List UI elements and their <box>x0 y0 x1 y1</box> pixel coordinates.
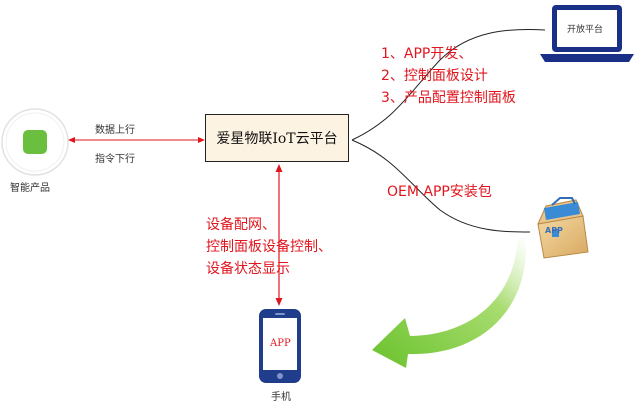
platform-package-connector <box>351 139 531 233</box>
uplink-label: 数据上行 <box>95 125 135 136</box>
platform-laptop-connector <box>351 28 546 141</box>
platform-title: 爱星物联IoT云平台 <box>216 131 338 147</box>
phone-feature-1: 设备配网、 <box>206 217 276 233</box>
phone-feature-2: 控制面板设备控制、 <box>206 239 332 255</box>
oem-label: OEM APP安装包 <box>387 184 492 200</box>
phone-feature-3: 设备状态显示 <box>206 261 290 277</box>
smart-device-icon <box>1 108 69 176</box>
downlink-label: 指令下行 <box>95 154 135 165</box>
download-curved-arrow <box>372 238 527 368</box>
dev-item-2: 2、控制面板设计 <box>381 68 488 84</box>
laptop-icon <box>540 5 634 62</box>
device-platform-arrow <box>68 137 205 143</box>
laptop-screen-text: 开放平台 <box>567 25 604 35</box>
phone-label: 手机 <box>271 392 291 403</box>
device-label: 智能产品 <box>10 183 50 194</box>
dev-item-1: 1、APP开发、 <box>381 46 473 62</box>
package-icon-text: APP <box>545 226 563 235</box>
phone-screen-text: APP <box>270 338 291 349</box>
phone-icon <box>259 309 301 383</box>
platform-phone-arrow <box>275 164 283 306</box>
dev-item-3: 3、产品配置控制面板 <box>381 90 516 106</box>
package-icon <box>537 197 589 259</box>
iot-platform-box: 爱星物联IoT云平台 <box>205 114 349 162</box>
